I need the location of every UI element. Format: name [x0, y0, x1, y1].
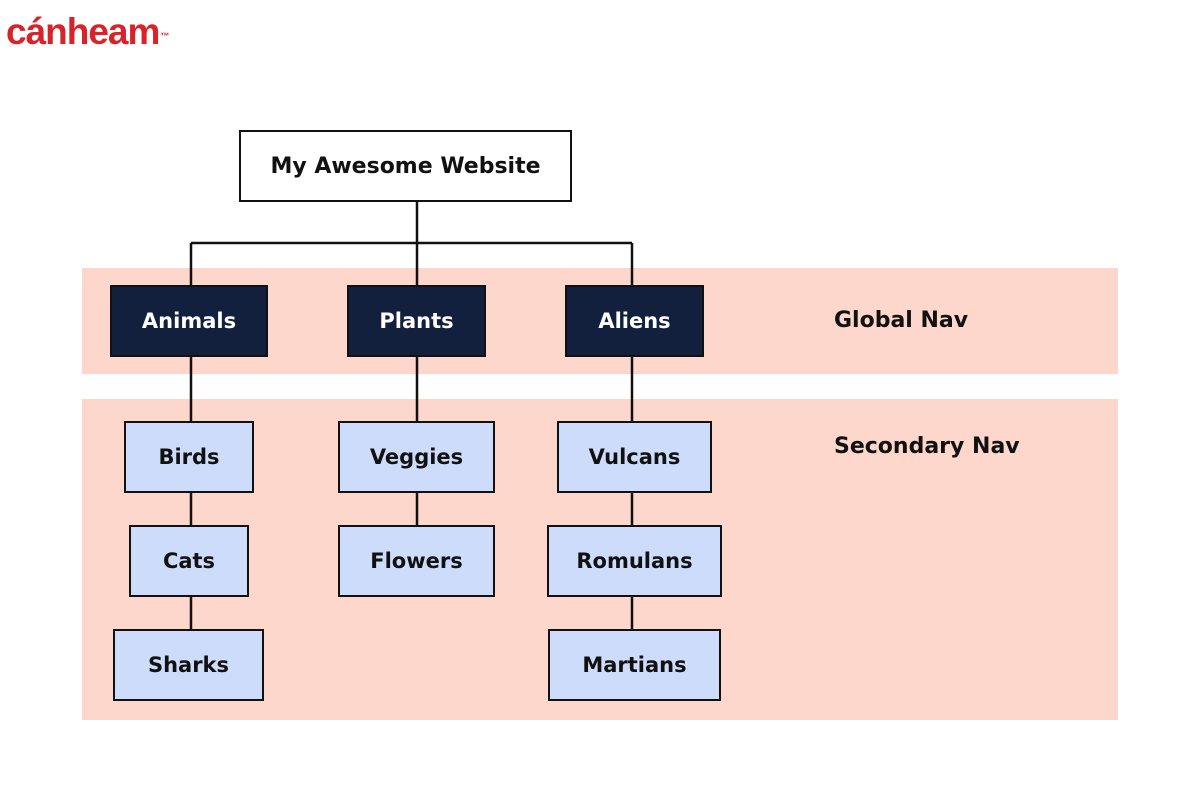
global-node-plants: Plants [347, 285, 486, 357]
global-node-aliens: Aliens [565, 285, 704, 357]
secondary-node-cats: Cats [129, 525, 249, 597]
secondary-node-veggies: Veggies [338, 421, 495, 493]
secondary-node-martians: Martians [548, 629, 721, 701]
secondary-node-vulcans: Vulcans [557, 421, 712, 493]
secondary-node-flowers: Flowers [338, 525, 495, 597]
secondary-nav-label: Secondary Nav [834, 434, 1020, 459]
secondary-node-birds: Birds [124, 421, 254, 493]
global-nav-label: Global Nav [834, 308, 969, 333]
trademark-mark: ™ [160, 31, 169, 41]
canheam-logo: cánheam™ [6, 8, 169, 56]
global-node-animals: Animals [110, 285, 268, 357]
root-node: My Awesome Website [239, 130, 572, 202]
logo-wordmark: cánheam [6, 11, 160, 52]
secondary-node-sharks: Sharks [113, 629, 264, 701]
secondary-node-romulans: Romulans [547, 525, 722, 597]
